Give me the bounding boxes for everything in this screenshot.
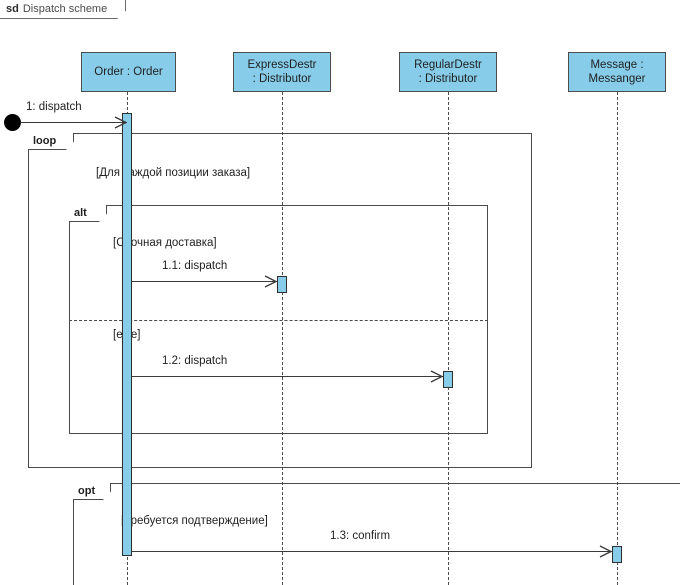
fragment-opt[interactable] [73, 483, 680, 585]
activation-messenger[interactable] [612, 546, 622, 563]
message-1-2-label: 1.2: dispatch [162, 355, 228, 367]
fragment-loop[interactable] [28, 133, 532, 468]
lifeline-head-regulardestr-line2: : Distributor [418, 73, 478, 85]
guard-alt-urgent: [Срочная доставка] [113, 237, 217, 249]
lifeline-stem-regulardestr [448, 92, 449, 585]
activation-regulardestr[interactable] [443, 371, 453, 388]
lifeline-head-messenger-line1: Message : [590, 59, 644, 71]
activation-order[interactable] [122, 113, 132, 556]
message-1-2-arrowhead [429, 370, 443, 383]
message-1-3-label: 1.3: confirm [330, 530, 391, 542]
frame-keyword: sd [6, 3, 19, 15]
found-message-start-node [4, 114, 21, 131]
lifeline-head-messenger-line2: Messanger [588, 73, 646, 85]
lifeline-head-messenger[interactable]: Message : Messanger [568, 52, 666, 92]
fragment-alt-operand-separator [69, 320, 488, 321]
fragment-alt[interactable] [69, 205, 488, 434]
lifeline-head-regulardestr-line1: RegularDestr [414, 59, 482, 71]
message-1-1-arrowhead [263, 275, 277, 288]
lifeline-head-regulardestr[interactable]: RegularDestr : Distributor [399, 52, 497, 92]
message-1-2-line[interactable] [132, 376, 443, 377]
message-1-arrowhead [113, 116, 127, 129]
message-1-3-arrowhead [598, 545, 612, 558]
message-1-1-line[interactable] [132, 281, 277, 282]
message-1-3-line[interactable] [132, 551, 612, 552]
message-1-label: 1: dispatch [26, 101, 82, 113]
diagram-frame-label: sd Dispatch scheme [0, 0, 126, 19]
fragment-opt-operator: opt [78, 485, 96, 497]
fragment-loop-operator: loop [33, 135, 57, 147]
frame-title: Dispatch scheme [22, 3, 108, 15]
activation-expressdestr[interactable] [277, 276, 287, 293]
fragment-opt-tab: opt [73, 483, 111, 500]
fragment-alt-tab: alt [69, 205, 107, 222]
lifeline-head-order[interactable]: Order : Order [81, 52, 176, 92]
lifeline-stem-expressdestr [282, 92, 283, 585]
lifeline-head-order-line1: Order : Order [94, 66, 163, 78]
lifeline-head-expressdestr-line1: ExpressDestr [247, 59, 317, 71]
message-1-line[interactable] [20, 122, 127, 123]
guard-opt: [Требуется подтверждение] [121, 515, 268, 527]
fragment-alt-operator: alt [74, 207, 87, 219]
fragment-loop-tab: loop [28, 133, 74, 150]
lifeline-head-expressdestr[interactable]: ExpressDestr : Distributor [233, 52, 331, 92]
guard-loop: [Для каждой позиции заказа] [96, 167, 251, 179]
lifeline-stem-messenger [617, 92, 618, 585]
message-1-1-label: 1.1: dispatch [162, 260, 228, 272]
lifeline-head-expressdestr-line2: : Distributor [252, 73, 312, 85]
